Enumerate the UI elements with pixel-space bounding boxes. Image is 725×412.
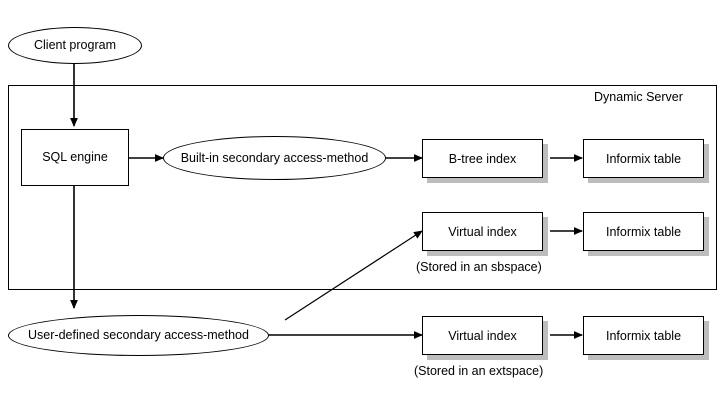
node-informix-table-2[interactable]: Informix table [583, 212, 709, 256]
node-virtual-index-sbspace[interactable]: Virtual index [422, 212, 548, 256]
sbspace-note: (Stored in an sbspace) [416, 260, 542, 274]
node-informix-table-1[interactable]: Informix table [583, 139, 709, 183]
dynamic-server-title: Dynamic Server [594, 90, 683, 104]
informix-table-3-body: Informix table [583, 316, 704, 355]
informix-table-3-spine [583, 316, 584, 355]
node-builtin-secondary-access-method[interactable]: Built-in secondary access-method [163, 136, 386, 180]
virtual-index-sbspace-body: Virtual index [422, 212, 543, 251]
btree-index-body: B-tree index [422, 139, 543, 178]
virtual-index-extspace-body: Virtual index [422, 316, 543, 355]
informix-table-2-body: Informix table [583, 212, 704, 251]
virtual-index-sbspace-spine [422, 212, 423, 251]
node-btree-index[interactable]: B-tree index [422, 139, 548, 183]
node-sql-engine[interactable]: SQL engine [21, 129, 129, 186]
node-virtual-index-extspace[interactable]: Virtual index [422, 316, 548, 360]
node-informix-table-3[interactable]: Informix table [583, 316, 709, 360]
informix-table-2-spine [583, 212, 584, 251]
btree-index-spine [422, 139, 423, 178]
node-user-defined-secondary-access-method[interactable]: User-defined secondary access-method [8, 315, 269, 356]
dynamic-server-container [8, 85, 717, 290]
virtual-index-extspace-spine [422, 316, 423, 355]
node-client-program[interactable]: Client program [8, 27, 142, 64]
extspace-note: (Stored in an extspace) [414, 364, 544, 378]
informix-table-1-spine [583, 139, 584, 178]
informix-table-1-body: Informix table [583, 139, 704, 178]
